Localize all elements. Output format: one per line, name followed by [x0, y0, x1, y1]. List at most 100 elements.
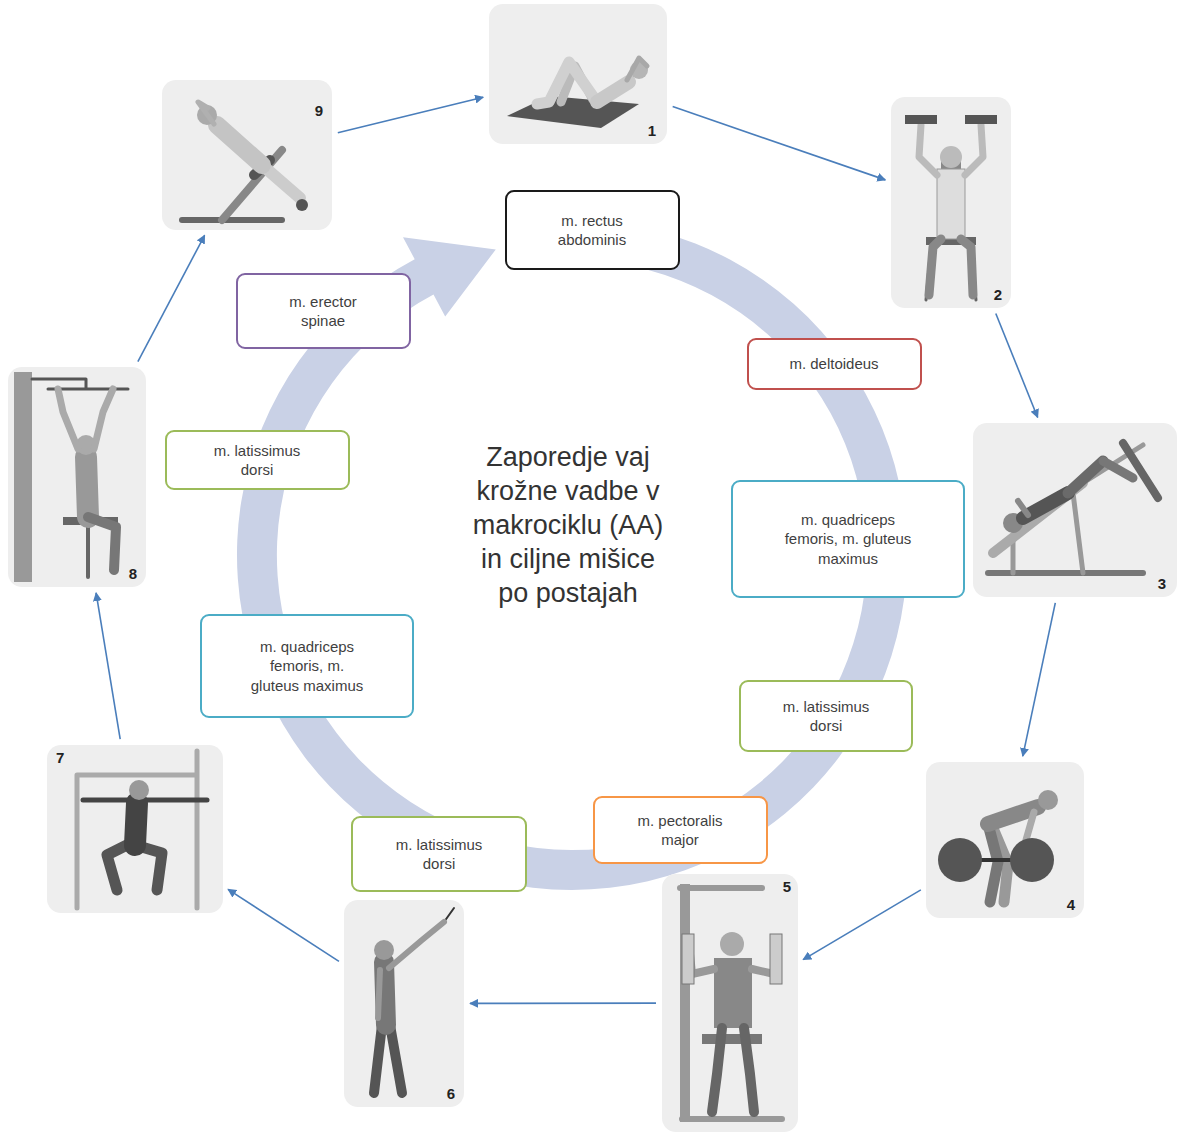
flow-arrow [803, 890, 921, 960]
flow-arrow [138, 235, 205, 361]
chest-fly-photo [712, 1028, 754, 1112]
chest-fly-photo [662, 874, 798, 1132]
back-extension-photo [217, 125, 262, 165]
leg-press-photo [1018, 501, 1028, 515]
exercise-photo: 3 [973, 423, 1177, 597]
station-number: 8 [126, 565, 140, 583]
shoulder-press-photo [940, 146, 962, 168]
exercise-photo: 1 [489, 4, 667, 144]
leg-press-photo [1068, 461, 1103, 493]
flow-arrow [1023, 603, 1056, 756]
barbell-row-photo [988, 824, 998, 902]
muscle-label: m. pectoralis major [630, 811, 730, 850]
chest-fly-photo [770, 934, 782, 984]
muscle-box: m. quadriceps femoris, m. gluteus maximu… [731, 480, 965, 598]
shoulder-press-photo [905, 115, 937, 124]
chest-fly-photo [680, 884, 690, 1122]
flow-arrow [338, 97, 483, 133]
shoulder-press-photo [891, 97, 1011, 308]
smith-squat-photo [77, 751, 197, 908]
exercise-photo: 7 [47, 745, 223, 913]
back-extension-photo [198, 102, 214, 124]
crunch-photo [489, 4, 667, 144]
crunch-photo [627, 58, 647, 80]
muscle-label: m. erector spinae [273, 292, 373, 331]
back-extension-photo [182, 217, 282, 223]
muscle-box: m. latissimus dorsi [165, 430, 350, 490]
station-number: 6 [444, 1085, 458, 1103]
cable-pulldown-photo [344, 900, 464, 1107]
flow-arrow [996, 314, 1038, 418]
flow-arrow [228, 889, 339, 961]
leg-press-photo [973, 423, 1177, 597]
shoulder-press-photo [937, 169, 965, 239]
barbell-row-photo [926, 762, 1084, 918]
cable-pulldown-photo [344, 900, 464, 1107]
lat-pulldown-photo [8, 367, 146, 587]
lat-pulldown-photo [88, 517, 116, 570]
muscle-label: m. quadriceps femoris, m. gluteus maximu… [247, 637, 367, 696]
station-number: 2 [991, 286, 1005, 304]
lat-pulldown-photo [58, 389, 113, 449]
muscle-box: m. latissimus dorsi [351, 816, 527, 892]
muscle-label: m. latissimus dorsi [389, 835, 489, 874]
muscle-box: m. erector spinae [236, 273, 411, 349]
exercise-photo: 2 [891, 97, 1011, 308]
station-number: 4 [1064, 896, 1078, 914]
chest-fly-photo [662, 874, 798, 1132]
lat-pulldown-photo [86, 525, 90, 577]
lat-pulldown-photo [86, 457, 88, 517]
chest-fly-photo [682, 934, 694, 984]
barbell-row-photo [1038, 790, 1058, 810]
cable-pulldown-photo [384, 962, 386, 1025]
title-holder: Zaporedje vaj krožne vadbe v makrociklu … [468, 440, 668, 610]
smith-squat-photo [47, 745, 223, 913]
chest-fly-photo [714, 958, 752, 1028]
shoulder-press-photo [929, 239, 973, 295]
back-extension-photo [162, 80, 332, 230]
exercise-photo: 8 [8, 367, 146, 587]
shoulder-press-photo [965, 115, 997, 124]
station-number: 5 [780, 878, 794, 896]
exercise-photo: 4 [926, 762, 1084, 918]
lat-pulldown-photo [14, 372, 32, 582]
barbell-row-photo [926, 762, 1084, 918]
shoulder-press-photo [891, 97, 1011, 308]
smith-squat-photo [135, 803, 137, 845]
smith-squat-photo [47, 745, 223, 913]
crunch-photo [537, 62, 597, 104]
cable-pulldown-photo [378, 922, 444, 1018]
chest-fly-photo [690, 954, 776, 974]
exercise-photo: 5 [662, 874, 798, 1132]
leg-press-photo [1013, 445, 1143, 573]
crunch-photo [597, 82, 629, 102]
back-extension-photo [296, 199, 308, 211]
cable-pulldown-photo [374, 1025, 402, 1093]
flow-arrow [673, 107, 886, 180]
muscle-box: m. quadriceps femoris, m. gluteus maximu… [200, 614, 414, 718]
shoulder-press-photo [919, 125, 983, 175]
exercise-photo: 6 [344, 900, 464, 1107]
chest-fly-photo [680, 888, 782, 1119]
crunch-photo [489, 4, 667, 144]
muscle-box: m. rectus abdominis [505, 190, 680, 270]
chest-fly-photo [702, 1034, 762, 1044]
station-number: 7 [53, 749, 67, 767]
station-number: 9 [312, 102, 326, 120]
muscle-box: m. latissimus dorsi [739, 680, 913, 752]
cable-pulldown-photo [374, 940, 394, 960]
exercise-photo: 9 [162, 80, 332, 230]
flow-arrow [470, 1002, 656, 1004]
back-extension-photo [162, 80, 332, 230]
muscle-box: m. deltoideus [747, 338, 922, 390]
muscle-label: m. latissimus dorsi [776, 697, 876, 736]
lat-pulldown-photo [8, 367, 146, 587]
smith-squat-photo [129, 780, 149, 800]
muscle-label: m. rectus abdominis [542, 211, 642, 250]
flow-arrow [96, 593, 120, 739]
chest-fly-photo [720, 932, 744, 956]
crunch-photo [507, 96, 639, 128]
leg-press-photo [1103, 461, 1133, 478]
diagram-title: Zaporedje vaj krožne vadbe v makrociklu … [468, 440, 668, 610]
leg-press-photo [973, 423, 1177, 597]
